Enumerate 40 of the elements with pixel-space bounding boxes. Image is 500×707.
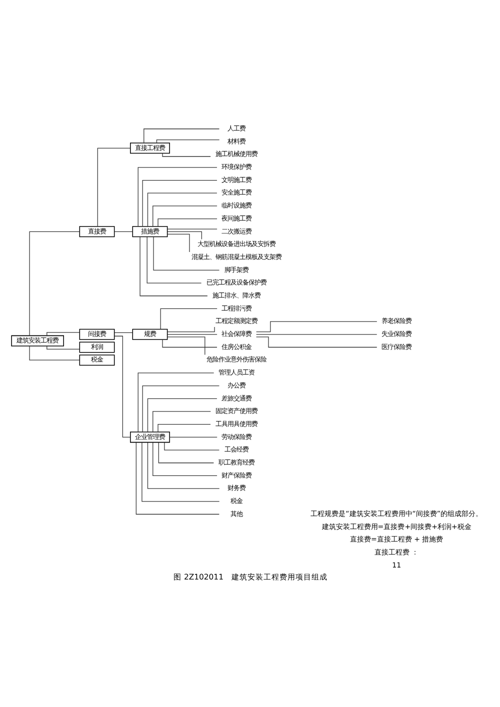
connector — [166, 326, 214, 332]
connector — [152, 236, 220, 270]
connector — [157, 424, 210, 432]
connector — [114, 332, 132, 333]
connector — [28, 230, 80, 336]
connector — [137, 372, 214, 432]
connector — [146, 236, 202, 283]
connector — [146, 442, 220, 488]
connector — [162, 338, 217, 348]
connector — [158, 442, 214, 463]
connector — [46, 332, 80, 336]
connector — [142, 179, 217, 226]
connector — [166, 336, 205, 355]
connector — [96, 147, 130, 226]
connector — [152, 410, 210, 432]
connector — [143, 128, 220, 143]
connector — [157, 218, 217, 226]
connector — [142, 384, 220, 432]
connector — [141, 442, 220, 502]
connector — [137, 166, 217, 226]
connector — [46, 345, 80, 349]
connector — [114, 230, 132, 232]
connector — [114, 335, 130, 437]
connector — [166, 228, 217, 229]
connector — [168, 436, 217, 437]
connector — [28, 345, 80, 360]
connector — [152, 205, 217, 226]
connector — [255, 336, 377, 348]
connector — [146, 398, 217, 432]
connector — [166, 230, 202, 240]
connector — [135, 442, 219, 514]
connector — [152, 442, 217, 476]
connector — [146, 192, 217, 226]
connector — [255, 320, 377, 332]
connector — [166, 233, 190, 252]
connector — [156, 138, 220, 143]
connector — [164, 442, 220, 450]
connector — [139, 236, 208, 296]
connector — [160, 308, 217, 330]
connector — [162, 152, 210, 156]
